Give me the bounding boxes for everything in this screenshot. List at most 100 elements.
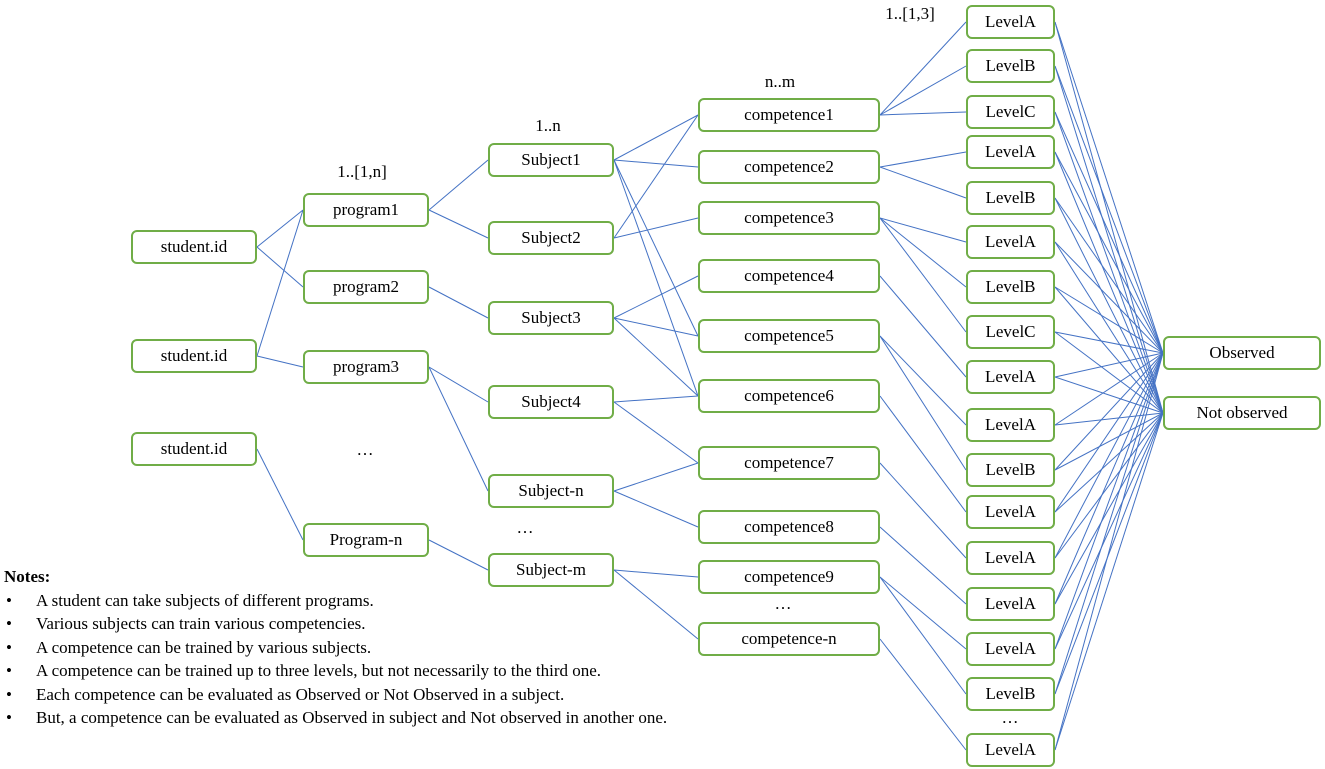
- notes-section: Notes: A student can take subjects of di…: [4, 565, 667, 730]
- edge-l16-nobs: [1054, 412, 1164, 751]
- edge-c2-l3: [879, 151, 967, 168]
- edge-c8-l13: [879, 526, 967, 605]
- competence-node: competence9: [698, 560, 880, 594]
- edge-st2-p1: [256, 209, 304, 357]
- edge-st1-p2: [256, 246, 304, 288]
- edge-l6-obs: [1054, 286, 1164, 354]
- edge-p1-s1: [428, 159, 489, 211]
- edge-c3-l6: [879, 217, 967, 288]
- edge-s4-c7: [613, 401, 699, 464]
- edge-s1-c5: [613, 159, 699, 337]
- subject-node: Subject-m: [488, 553, 614, 587]
- edge-sn-c8: [613, 490, 699, 528]
- edge-c7-l12: [879, 462, 967, 559]
- edge-sn-c7: [613, 462, 699, 492]
- edge-l7-nobs: [1054, 331, 1164, 414]
- edge-st1-p1: [256, 209, 304, 248]
- edge-l12-nobs: [1054, 412, 1164, 559]
- competence-node: competence7: [698, 446, 880, 480]
- edge-c4-l8: [879, 275, 967, 378]
- edge-p3-s4: [428, 366, 489, 403]
- edge-l2-nobs: [1054, 111, 1164, 414]
- note-item: A competence can be trained up to three …: [4, 659, 667, 683]
- edge-s3-c4: [613, 275, 699, 319]
- edge-l11-obs: [1054, 352, 1164, 513]
- level-node: LevelA: [966, 5, 1055, 39]
- student-node: student.id: [131, 339, 257, 373]
- level-node: LevelA: [966, 632, 1055, 666]
- edge-s1-c2: [613, 159, 699, 168]
- subjects-multiplicity-label: 1..n: [535, 116, 561, 135]
- note-item: Various subjects can train various compe…: [4, 612, 667, 636]
- subject-node: Subject2: [488, 221, 614, 255]
- competence-node: competence4: [698, 259, 880, 293]
- edge-s4-c6: [613, 395, 699, 403]
- outcome-node: Observed: [1163, 336, 1321, 370]
- edge-l1-obs: [1054, 65, 1164, 354]
- levels-ellipsis: …: [1001, 708, 1019, 727]
- outcome-node: Not observed: [1163, 396, 1321, 430]
- edge-l13-obs: [1054, 352, 1164, 605]
- edge-s1-c1: [613, 114, 699, 161]
- edge-l6-nobs: [1054, 286, 1164, 414]
- level-node: LevelA: [966, 541, 1055, 575]
- edge-st3-pn: [256, 448, 304, 541]
- competence-node: competence8: [698, 510, 880, 544]
- edge-l14-obs: [1054, 352, 1164, 650]
- edge-l15-nobs: [1054, 412, 1164, 695]
- edge-l3-nobs: [1054, 151, 1164, 414]
- subject-node: Subject3: [488, 301, 614, 335]
- edge-c1-l0: [879, 21, 967, 116]
- subject-node: Subject-n: [488, 474, 614, 508]
- level-node: LevelB: [966, 677, 1055, 711]
- programs-ellipsis: …: [356, 440, 374, 459]
- programs-multiplicity-label: 1..[1,n]: [337, 162, 387, 181]
- edge-l8-nobs: [1054, 376, 1164, 414]
- edge-l2-obs: [1054, 111, 1164, 354]
- edge-l15-obs: [1054, 352, 1164, 695]
- edge-l7-obs: [1054, 331, 1164, 354]
- edge-p3-sn: [428, 366, 489, 492]
- edge-c3-l7: [879, 217, 967, 333]
- student-node: student.id: [131, 230, 257, 264]
- edge-pn-sm: [428, 539, 489, 571]
- edge-l5-obs: [1054, 241, 1164, 354]
- edge-s2-c1: [613, 114, 699, 239]
- edge-c1-l1: [879, 65, 967, 116]
- note-item: Each competence can be evaluated as Obse…: [4, 683, 667, 707]
- edge-l10-nobs: [1054, 412, 1164, 471]
- competence-node: competence3: [698, 201, 880, 235]
- edge-s2-c3: [613, 217, 699, 239]
- edge-l16-obs: [1054, 352, 1164, 751]
- edge-c2-l4: [879, 166, 967, 199]
- note-item: A student can take subjects of different…: [4, 589, 667, 613]
- edge-l1-nobs: [1054, 65, 1164, 414]
- level-node: LevelA: [966, 587, 1055, 621]
- edge-c5-l9: [879, 335, 967, 426]
- competence-node: competence6: [698, 379, 880, 413]
- edge-l5-nobs: [1054, 241, 1164, 414]
- levels-multiplicity-label: 1..[1,3]: [885, 4, 935, 23]
- competence-node: competence5: [698, 319, 880, 353]
- edge-l0-obs: [1054, 21, 1164, 354]
- level-node: LevelA: [966, 135, 1055, 169]
- level-node: LevelC: [966, 95, 1055, 129]
- subject-node: Subject4: [488, 385, 614, 419]
- level-node: LevelB: [966, 49, 1055, 83]
- edge-s3-c6: [613, 317, 699, 397]
- notes-title: Notes:: [4, 567, 51, 586]
- edge-c5-l10: [879, 335, 967, 471]
- level-node: LevelA: [966, 733, 1055, 767]
- program-node: Program-n: [303, 523, 429, 557]
- competences-multiplicity-label: n..m: [764, 72, 796, 91]
- edge-l0-nobs: [1054, 21, 1164, 414]
- student-node: student.id: [131, 432, 257, 466]
- competence-node: competence1: [698, 98, 880, 132]
- note-item: A competence can be trained by various s…: [4, 636, 667, 660]
- program-node: program1: [303, 193, 429, 227]
- competences-ellipsis: …: [774, 594, 792, 613]
- edge-c9-l15: [879, 576, 967, 695]
- edge-l9-nobs: [1054, 412, 1164, 426]
